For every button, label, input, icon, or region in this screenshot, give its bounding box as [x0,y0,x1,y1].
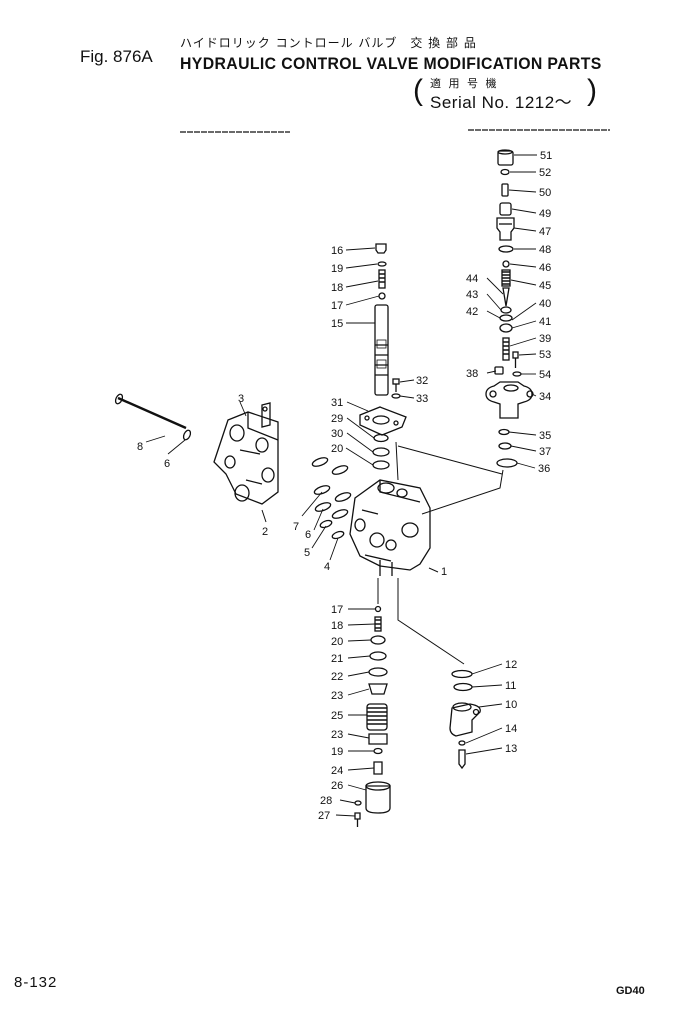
callout-29: 29 [331,413,343,425]
callout-27: 27 [318,810,330,822]
callout-14: 14 [505,723,517,735]
callout-38: 38 [466,368,478,380]
callout-37: 37 [539,446,551,458]
callout-20b: 20 [331,636,343,648]
upper-center-stack [359,243,503,481]
callout-45: 45 [539,280,551,292]
callout-7: 7 [293,521,299,533]
callout-34: 34 [539,391,551,403]
callout-10: 10 [505,699,517,711]
callout-42: 42 [466,306,478,318]
callout-26: 26 [331,780,343,792]
end-cover-assembly [114,393,279,523]
callout-31: 31 [331,397,343,409]
callout-49: 49 [539,208,551,220]
left-parenthesis: ( [413,74,423,107]
callout-41: 41 [539,316,551,328]
callout-15: 15 [331,318,343,330]
callout-53: 53 [539,349,551,361]
callout-12: 12 [505,659,517,671]
callout-21: 21 [331,653,343,665]
serial-number: Serial No. 1212～ [430,93,573,112]
callout-18b: 18 [331,620,343,632]
callout-23b: 23 [331,729,343,741]
english-title: HYDRAULIC CONTROL VALVE MODIFICATION PAR… [180,54,602,73]
callout-46: 46 [539,262,551,274]
lower-stack [354,578,465,827]
callout-19: 19 [331,263,343,275]
callout-1: 1 [441,566,447,578]
callout-20: 20 [331,443,343,455]
callout-6b: 6 [305,529,311,541]
callout-47: 47 [539,226,551,238]
callout-leaders [145,154,537,817]
drawing-code: GD40 [616,985,645,997]
valve-body [349,479,439,576]
callout-50: 50 [539,187,551,199]
callout-19b: 19 [331,746,343,758]
right-parenthesis: ) [587,74,597,107]
callout-8: 8 [137,441,143,453]
callout-51: 51 [540,150,552,162]
callout-13: 13 [505,743,517,755]
lower-right-stack [449,669,481,770]
callout-24: 24 [331,765,343,777]
callout-32: 32 [416,375,428,387]
callout-16: 16 [331,245,343,257]
upper-right-stack [421,149,534,515]
japanese-title: ハイドロリック コントロール バルブ 交 換 部 品 [180,36,477,50]
callout-25: 25 [331,710,343,722]
callout-18: 18 [331,282,343,294]
callout-33: 33 [416,393,428,405]
callout-2: 2 [262,526,268,538]
callout-17b: 17 [331,604,343,616]
callout-23: 23 [331,690,343,702]
title-rules [180,129,610,133]
callout-40: 40 [539,298,551,310]
callout-numbers: 51 52 50 49 47 48 46 45 44 43 42 40 41 3… [137,150,552,822]
figure-label: Fig. 876A [80,47,153,66]
callout-39: 39 [539,333,551,345]
callout-22: 22 [331,671,343,683]
callout-28: 28 [320,795,332,807]
callout-11: 11 [505,680,516,692]
callout-6: 6 [164,458,170,470]
page-number: 8-132 [14,974,58,991]
callout-5: 5 [304,547,310,559]
callout-4: 4 [324,561,330,573]
callout-43: 43 [466,289,478,301]
callout-17: 17 [331,300,343,312]
callout-30: 30 [331,428,343,440]
applicability-label: 適 用 号 機 [430,77,499,90]
o-rings-left [311,457,352,540]
callout-54: 54 [539,369,551,381]
callout-52: 52 [539,167,551,179]
callout-44: 44 [466,273,478,285]
callout-3: 3 [238,393,244,405]
callout-36: 36 [538,463,550,475]
callout-48: 48 [539,244,551,256]
callout-35: 35 [539,430,551,442]
